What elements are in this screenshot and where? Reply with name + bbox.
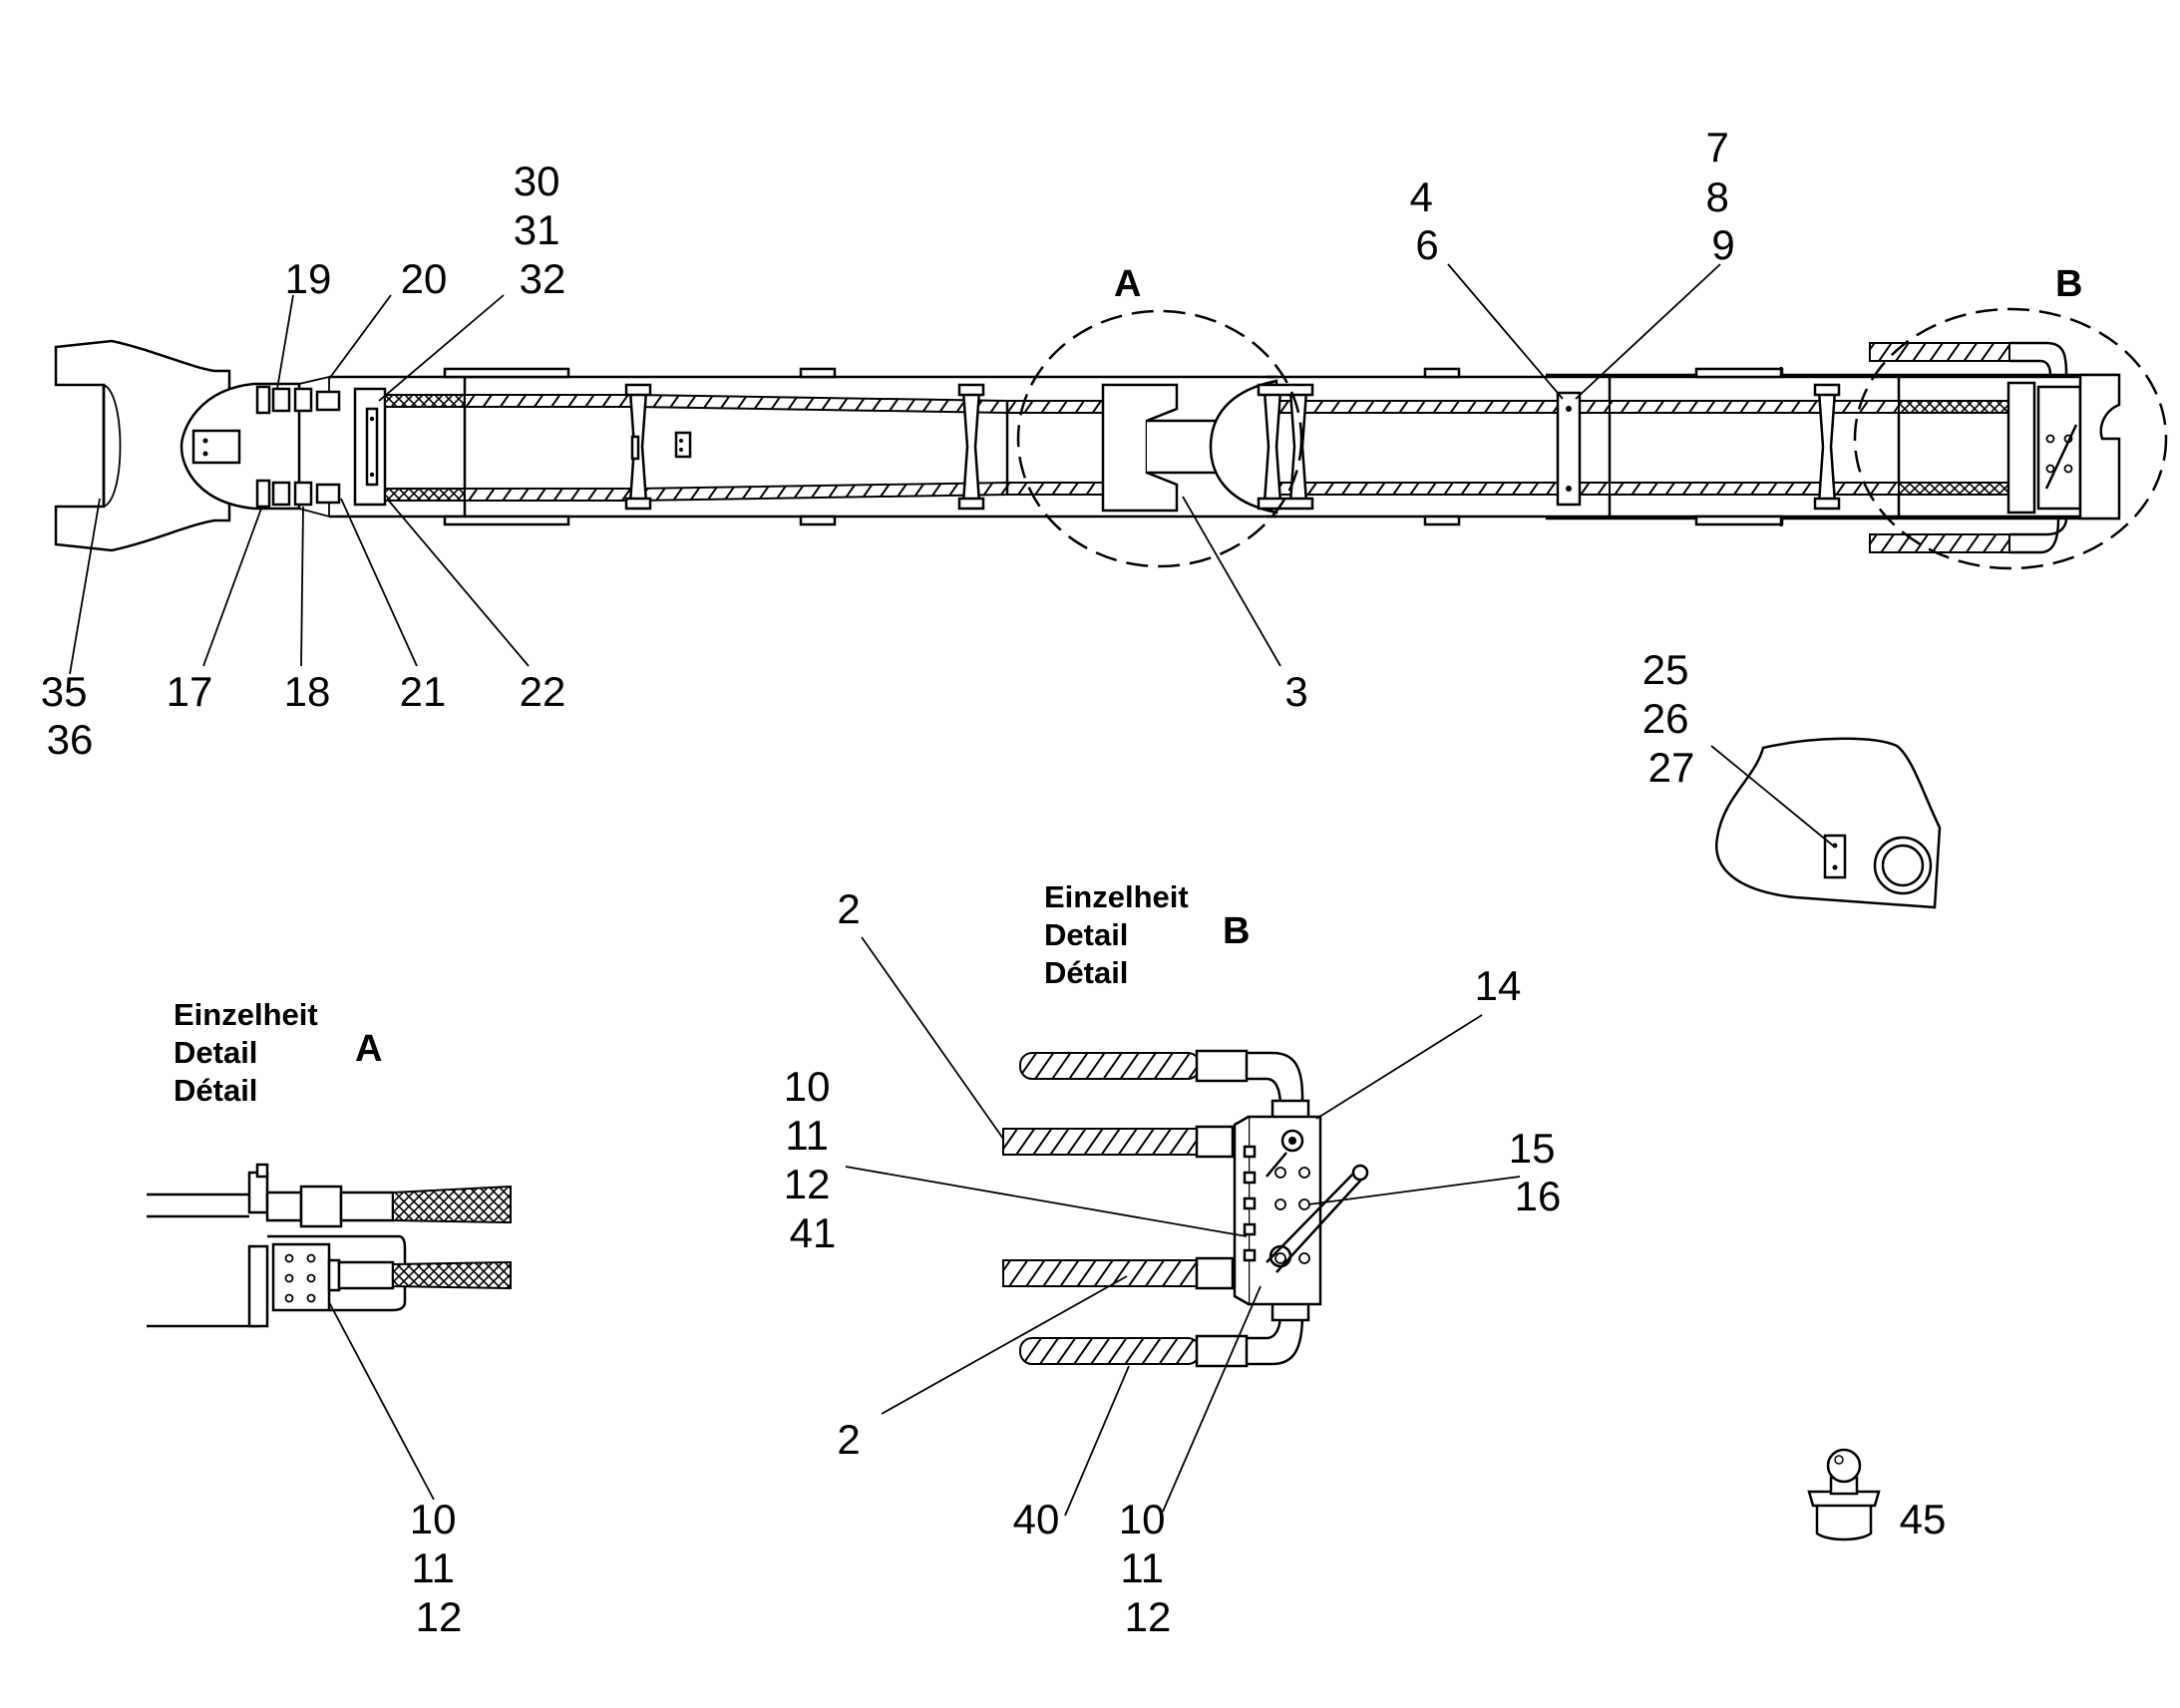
callout-15-16: 15 16: [1509, 1125, 1567, 1219]
callout-10-11-12-b: 10 11 12: [1119, 1496, 1177, 1640]
detail-b-title: Einzelheit Detail Détail: [1044, 879, 1197, 990]
main-assembly: [54, 339, 2121, 554]
callout-20: 20: [401, 255, 448, 302]
detail-a-circle: [1016, 309, 1303, 568]
detail-a-title: Einzelheit Detail Détail: [174, 997, 326, 1108]
callout-2-lower: 2: [837, 1416, 860, 1463]
detail-a-heading: Einzelheit Detail Détail A: [174, 997, 382, 1108]
detail-b-drawing: [1002, 1049, 1369, 1368]
callout-25-26-27: 25 26 27: [1642, 646, 1700, 791]
callout-3: 3: [1284, 668, 1307, 715]
head-inset: [1714, 737, 1942, 909]
callout-18: 18: [284, 668, 331, 715]
callout-40: 40: [1013, 1496, 1060, 1542]
detail-b-letter: B: [1223, 910, 1250, 952]
callout-14: 14: [1475, 962, 1522, 1009]
callout-19: 19: [285, 255, 332, 302]
detail-a-letter: A: [355, 1028, 382, 1070]
callout-21: 21: [400, 668, 447, 715]
callout-10-11-12-a: 10 11 12: [410, 1496, 468, 1640]
detail-a-drawing: [147, 1163, 512, 1328]
callout-2-upper: 2: [837, 885, 860, 932]
callout-30-31-32: 30 31 32: [514, 158, 571, 302]
eye-bracket: [54, 339, 231, 552]
callout-45: 45: [1900, 1496, 1947, 1542]
callout-17: 17: [167, 668, 213, 715]
callout-35-36: 35 36: [41, 668, 99, 763]
callout-10-11-12-41: 10 11 12 41: [784, 1063, 842, 1256]
head-plate: [191, 429, 241, 465]
detail-b-heading: Einzelheit Detail Détail B: [1044, 879, 1250, 990]
grease-nipple: [1807, 1448, 1881, 1541]
callout-4-6: 4 6: [1409, 173, 1444, 268]
callout-22: 22: [520, 668, 566, 715]
detail-a-marker: A: [1114, 263, 1141, 305]
callout-7-8-9: 7 8 9: [1705, 124, 1740, 268]
tube-clamp: [624, 383, 985, 511]
callouts: 19 20 30 31 32 4 6 7 8 9 35 36 17 18 21 …: [41, 124, 1947, 1640]
detail-b-circle: [1853, 307, 2168, 570]
leader-lines: [69, 263, 1834, 1517]
detail-b-marker: B: [2055, 263, 2082, 305]
